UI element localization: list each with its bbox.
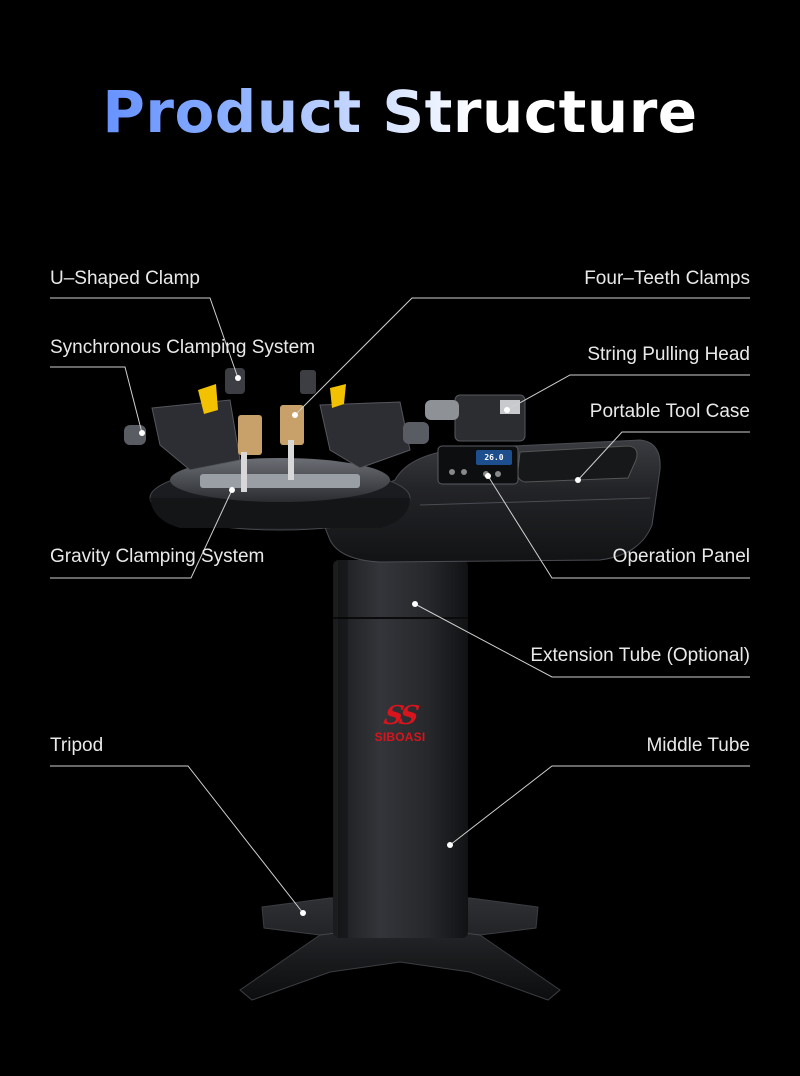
label-middle-tube: Middle Tube <box>646 735 750 756</box>
brand-name: SIBOASI <box>374 730 426 744</box>
label-string-pulling-head: String Pulling Head <box>587 344 750 365</box>
turntable <box>124 368 429 531</box>
label-four-teeth-clamps: Four–Teeth Clamps <box>584 268 750 289</box>
middle-tube <box>333 560 468 938</box>
label-extension-tube: Extension Tube (Optional) <box>530 645 750 666</box>
label-gravity-clamping-system: Gravity Clamping System <box>50 546 265 567</box>
leader-dots <box>139 375 581 916</box>
label-synchronous-clamping-system: Synchronous Clamping System <box>50 337 316 358</box>
brand-mark: SS <box>381 701 419 731</box>
brand-logo: SS SIBOASI <box>368 701 432 744</box>
label-tripod: Tripod <box>50 735 104 756</box>
page-title: Product Structure <box>0 78 800 146</box>
label-operation-panel: Operation Panel <box>612 546 750 567</box>
label-u-shaped-clamp: U–Shaped Clamp <box>50 268 200 289</box>
machine-body <box>319 394 661 563</box>
leader-lines <box>50 297 750 914</box>
panel-display: 26.0 <box>484 453 504 462</box>
label-portable-tool-case: Portable Tool Case <box>589 401 750 422</box>
